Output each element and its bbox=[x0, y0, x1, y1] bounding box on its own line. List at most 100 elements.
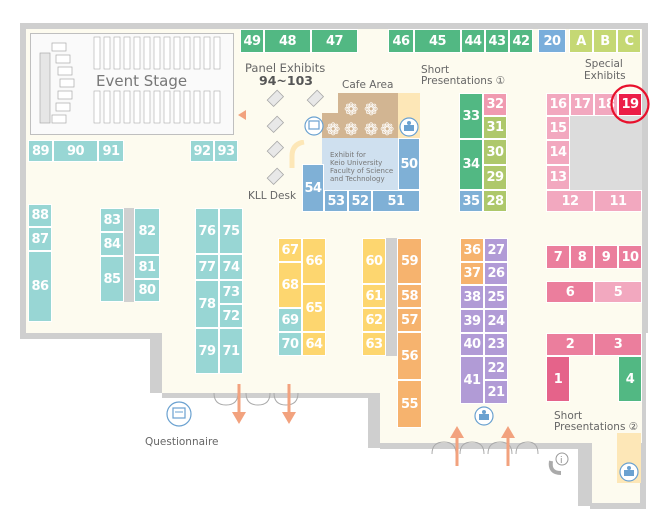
booth-46[interactable]: 46 bbox=[388, 29, 414, 53]
booth-28[interactable]: 28 bbox=[483, 190, 507, 212]
booth-53[interactable]: 53 bbox=[324, 190, 348, 212]
booth-44[interactable]: 44 bbox=[461, 29, 485, 53]
booth-56[interactable]: 56 bbox=[397, 332, 422, 380]
booth-61[interactable]: 61 bbox=[362, 284, 386, 308]
booth-74[interactable]: 74 bbox=[219, 254, 243, 280]
booth-43[interactable]: 43 bbox=[485, 29, 509, 53]
booth-3[interactable]: 3 bbox=[594, 333, 642, 356]
booth-A[interactable]: A bbox=[569, 29, 593, 53]
booth-7[interactable]: 7 bbox=[546, 245, 570, 269]
booth-75[interactable]: 75 bbox=[219, 208, 243, 254]
booth-1[interactable]: 1 bbox=[546, 356, 570, 402]
booth-88[interactable]: 88 bbox=[28, 204, 52, 227]
booth-14[interactable]: 14 bbox=[546, 140, 570, 165]
booth-21[interactable]: 21 bbox=[484, 380, 508, 404]
booth-51[interactable]: 51 bbox=[372, 190, 420, 212]
booth-12[interactable]: 12 bbox=[546, 190, 594, 212]
booth-77[interactable]: 77 bbox=[195, 254, 219, 280]
booth-24[interactable]: 24 bbox=[484, 309, 508, 333]
booth-91[interactable]: 91 bbox=[98, 140, 124, 162]
booth-82[interactable]: 82 bbox=[134, 208, 160, 255]
booth-42[interactable]: 42 bbox=[509, 29, 533, 53]
booth-68[interactable]: 68 bbox=[278, 262, 302, 308]
booth-16[interactable]: 16 bbox=[546, 93, 570, 116]
booth-57[interactable]: 57 bbox=[397, 308, 422, 332]
wall-right bbox=[642, 23, 648, 333]
booth-15[interactable]: 15 bbox=[546, 116, 570, 140]
booth-47[interactable]: 47 bbox=[311, 29, 358, 53]
booth-8[interactable]: 8 bbox=[570, 245, 594, 269]
booth-5[interactable]: 5 bbox=[594, 281, 642, 303]
booth-34[interactable]: 34 bbox=[459, 139, 483, 190]
booth-20[interactable]: 20 bbox=[538, 29, 566, 53]
booth-86[interactable]: 86 bbox=[28, 251, 52, 322]
booth-26[interactable]: 26 bbox=[484, 262, 508, 285]
booth-83[interactable]: 83 bbox=[100, 208, 124, 232]
booth-10[interactable]: 10 bbox=[618, 245, 642, 269]
booth-70[interactable]: 70 bbox=[278, 332, 302, 356]
booth-30[interactable]: 30 bbox=[483, 139, 507, 165]
booth-B[interactable]: B bbox=[593, 29, 617, 53]
booth-58[interactable]: 58 bbox=[397, 284, 422, 308]
booth-93[interactable]: 93 bbox=[214, 140, 238, 162]
booth-35[interactable]: 35 bbox=[459, 190, 483, 212]
booth-64[interactable]: 64 bbox=[302, 332, 326, 356]
kll-desk-label: KLL Desk bbox=[248, 190, 297, 202]
booth-59[interactable]: 59 bbox=[397, 238, 422, 284]
booth-54[interactable]: 54 bbox=[302, 164, 324, 212]
booth-85[interactable]: 85 bbox=[100, 256, 124, 302]
booth-32[interactable]: 32 bbox=[483, 93, 507, 116]
booth-39[interactable]: 39 bbox=[460, 309, 484, 333]
booth-29[interactable]: 29 bbox=[483, 165, 507, 190]
booth-C[interactable]: C bbox=[617, 29, 641, 53]
booth-17[interactable]: 17 bbox=[570, 93, 594, 116]
booth-25[interactable]: 25 bbox=[484, 285, 508, 309]
booth-37[interactable]: 37 bbox=[460, 262, 484, 285]
booth-50[interactable]: 50 bbox=[398, 138, 420, 190]
booth-65[interactable]: 65 bbox=[302, 284, 326, 332]
booth-89[interactable]: 89 bbox=[28, 140, 53, 162]
booth-92[interactable]: 92 bbox=[190, 140, 214, 162]
booth-49[interactable]: 49 bbox=[240, 29, 264, 53]
booth-87[interactable]: 87 bbox=[28, 227, 52, 251]
booth-38[interactable]: 38 bbox=[460, 285, 484, 309]
booth-73[interactable]: 73 bbox=[219, 280, 243, 304]
booth-33[interactable]: 33 bbox=[459, 93, 483, 139]
booth-67[interactable]: 67 bbox=[278, 238, 302, 262]
booth-45[interactable]: 45 bbox=[414, 29, 461, 53]
booth-23[interactable]: 23 bbox=[484, 333, 508, 356]
booth-36[interactable]: 36 bbox=[460, 238, 484, 262]
wall-top bbox=[20, 23, 648, 29]
booth-66[interactable]: 66 bbox=[302, 238, 326, 284]
booth-9[interactable]: 9 bbox=[594, 245, 618, 269]
booth-4[interactable]: 4 bbox=[618, 356, 642, 402]
booth-41[interactable]: 41 bbox=[460, 356, 484, 404]
booth-55[interactable]: 55 bbox=[397, 380, 422, 428]
booth-6[interactable]: 6 bbox=[546, 281, 594, 303]
booth-78[interactable]: 78 bbox=[195, 280, 219, 328]
booth-27[interactable]: 27 bbox=[484, 238, 508, 262]
booth-71[interactable]: 71 bbox=[219, 328, 243, 374]
booth-40[interactable]: 40 bbox=[460, 333, 484, 356]
booth-90[interactable]: 90 bbox=[53, 140, 98, 162]
booth-2[interactable]: 2 bbox=[546, 333, 594, 356]
booth-22[interactable]: 22 bbox=[484, 356, 508, 380]
booth-19[interactable]: 19 bbox=[618, 93, 642, 116]
booth-60[interactable]: 60 bbox=[362, 238, 386, 284]
booth-76[interactable]: 76 bbox=[195, 208, 219, 254]
booth-63[interactable]: 63 bbox=[362, 332, 386, 356]
booth-11[interactable]: 11 bbox=[594, 190, 642, 212]
svg-text:❁: ❁ bbox=[326, 120, 340, 138]
booth-80[interactable]: 80 bbox=[134, 279, 160, 302]
booth-79[interactable]: 79 bbox=[195, 328, 219, 374]
booth-13[interactable]: 13 bbox=[546, 165, 570, 190]
booth-72[interactable]: 72 bbox=[219, 304, 243, 328]
booth-48[interactable]: 48 bbox=[264, 29, 311, 53]
booth-31[interactable]: 31 bbox=[483, 116, 507, 139]
booth-69[interactable]: 69 bbox=[278, 308, 302, 332]
booth-52[interactable]: 52 bbox=[348, 190, 372, 212]
cafe-seats-icon: ❁ ❁ ❁ ❁ ❁ ❁ bbox=[326, 100, 394, 138]
booth-81[interactable]: 81 bbox=[134, 255, 160, 279]
booth-62[interactable]: 62 bbox=[362, 308, 386, 332]
booth-84[interactable]: 84 bbox=[100, 232, 124, 256]
